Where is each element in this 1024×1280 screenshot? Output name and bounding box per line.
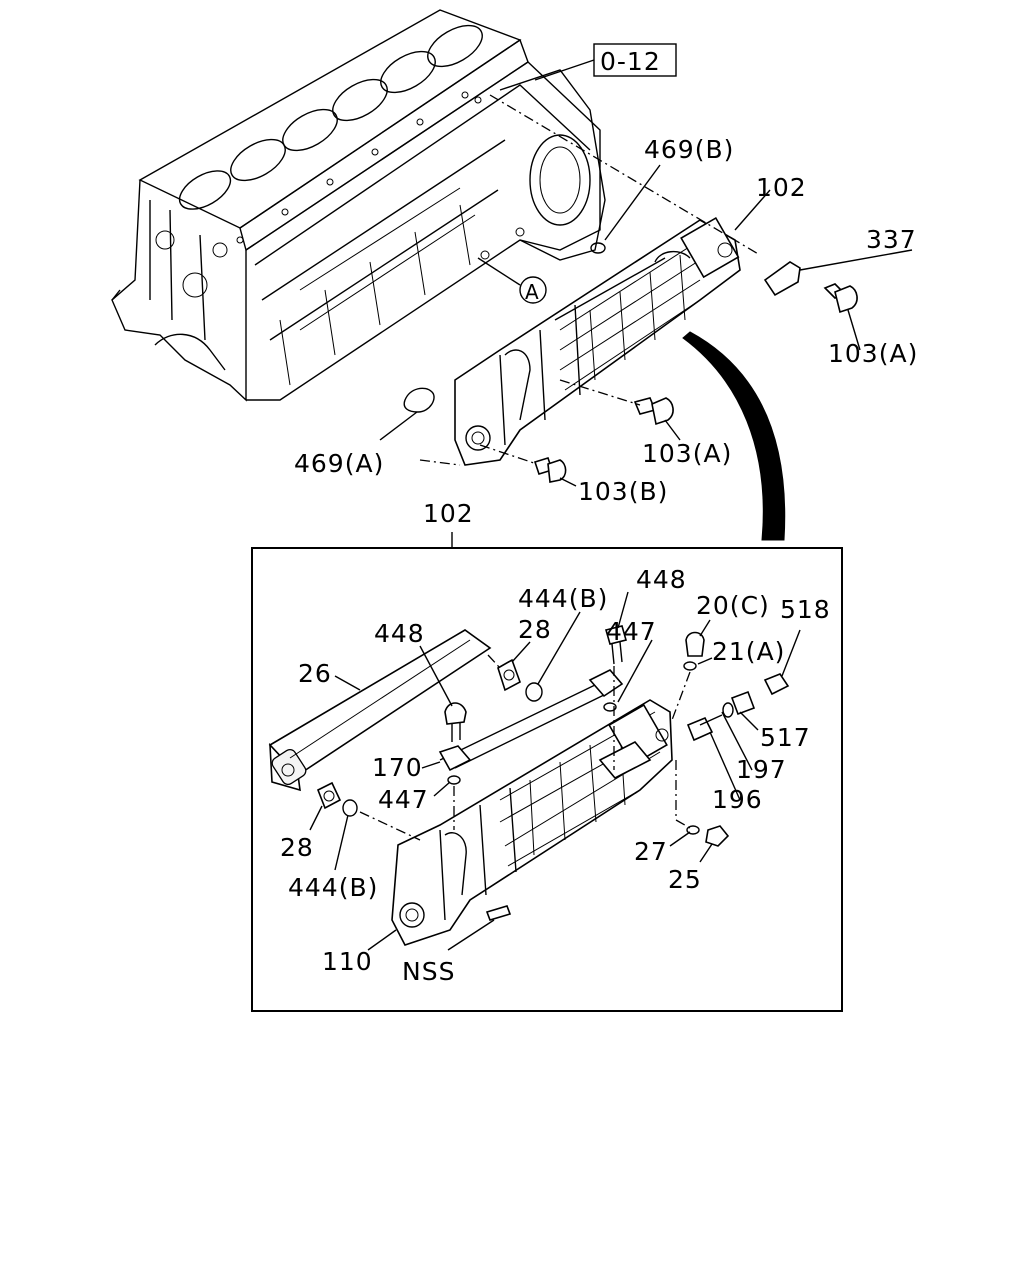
label-196: 196 (712, 785, 763, 814)
label-447-left: 447 (378, 785, 429, 814)
detail-arrow (682, 331, 786, 541)
label-337: 337 (866, 225, 917, 254)
circle-ref-a-label: A (525, 280, 540, 304)
label-25: 25 (668, 865, 702, 894)
circle-ref-a: A (477, 257, 547, 304)
label-444b-left: 444(B) (288, 873, 378, 902)
engine-block (111, 9, 606, 402)
label-447-top: 447 (606, 617, 657, 646)
label-21a: 21(A) (712, 637, 785, 666)
label-27: 27 (634, 837, 668, 866)
detail-box (251, 547, 843, 1012)
bolt-103b (479, 444, 577, 487)
detail-parts (268, 625, 790, 946)
detail-leaders (309, 591, 801, 951)
label-197: 197 (736, 755, 787, 784)
label-102-top: 102 (756, 173, 807, 202)
label-448-left: 448 (374, 619, 425, 648)
label-26: 26 (298, 659, 332, 688)
bolt-103a-mid (559, 379, 681, 441)
label-469b: 469(B) (644, 135, 734, 164)
label-20c: 20(C) (696, 591, 770, 620)
part-337 (763, 249, 913, 297)
label-170: 170 (372, 753, 423, 782)
o-ring-469b (590, 242, 606, 254)
reference-box: 0-12 (534, 43, 677, 81)
label-469a: 469(A) (294, 449, 384, 478)
label-28-top: 28 (518, 615, 552, 644)
label-517: 517 (760, 723, 811, 752)
label-518: 518 (780, 595, 831, 624)
bolt-103a-right (823, 283, 861, 351)
ref-box-label: 0-12 (600, 47, 661, 76)
label-110: 110 (322, 947, 373, 976)
detail-title: 102 (423, 499, 474, 528)
label-448-top: 448 (636, 565, 687, 594)
label-28-left: 28 (280, 833, 314, 862)
label-103a-mid: 103(A) (642, 439, 732, 468)
label-nss: NSS (402, 957, 455, 986)
label-103a-right: 103(A) (828, 339, 918, 368)
label-444b-top: 444(B) (518, 584, 608, 613)
gasket-469a (379, 387, 435, 441)
oil-cooler-assembly (454, 216, 741, 466)
label-103b: 103(B) (578, 477, 668, 506)
